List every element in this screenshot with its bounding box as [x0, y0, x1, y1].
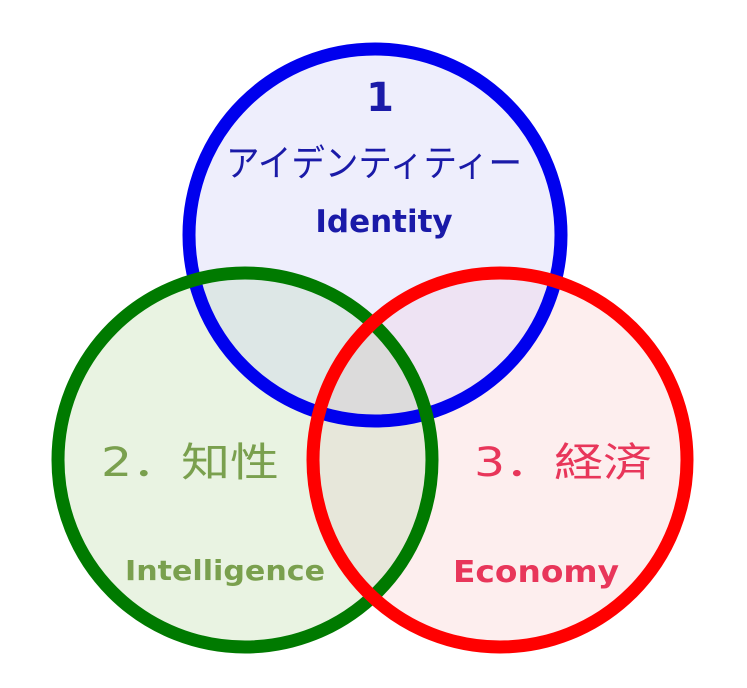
identity-jp-label: アイデンティティー [226, 142, 522, 185]
identity-circle [182, 42, 568, 428]
identity-number: 1 [366, 75, 394, 121]
economy-jp-label: 3．経済 [474, 440, 652, 486]
intelligence-jp-label: 2．知性 [101, 440, 279, 486]
intelligence-en-label: Intelligence [125, 554, 325, 587]
identity-en-label: Identity [315, 204, 452, 240]
economy-circle [306, 266, 694, 654]
intelligence-circle [51, 266, 439, 654]
economy-en-label: Economy [453, 555, 619, 590]
